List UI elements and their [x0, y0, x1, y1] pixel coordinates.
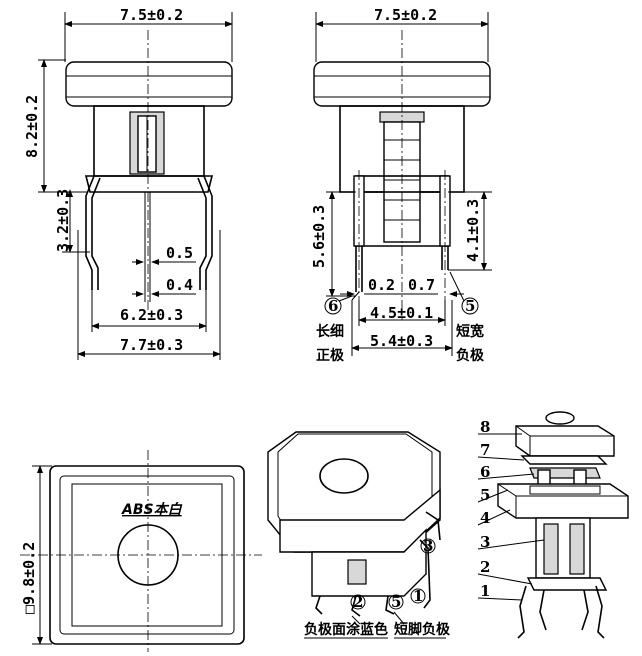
front-pin-offset-label: 3.2±0.3 — [54, 189, 72, 252]
side-pin-long-label: 5.6±0.3 — [310, 205, 328, 268]
front-height-label: 8.2±0.2 — [23, 95, 41, 158]
side-label-left-2: 正极 — [316, 347, 345, 364]
front-view: 7.5±0.2 8.2±0.2 3.2±0.3 — [23, 6, 233, 360]
iso-caption-left: 负极面涂蓝色 — [304, 621, 388, 638]
part-number-5: 5 — [480, 486, 490, 504]
side-pin-short-label: 4.1±0.3 — [464, 199, 482, 262]
top-view: ABS本白 □9.8±0.2 — [20, 450, 262, 652]
part-number-8: 8 — [480, 418, 490, 436]
side-view: 7.5±0.2 5.6±0.3 — [310, 6, 492, 364]
part-number-1: 1 — [480, 582, 490, 600]
exploded-view: 8 7 6 5 4 3 2 1 — [477, 411, 629, 639]
top-size-label: □9.8±0.2 — [20, 542, 38, 614]
side-gap-a-label: 0.2 — [368, 276, 395, 294]
side-pin-spacing-outer-label: 5.4±0.3 — [370, 332, 433, 350]
iso-marker-1: 1 — [413, 587, 423, 605]
side-width-top-label: 7.5±0.2 — [374, 6, 437, 24]
iso-caption-right: 短脚负极 — [394, 621, 451, 638]
side-marker-right: 5 — [465, 297, 475, 315]
front-body-width-label: 7.7±0.3 — [120, 336, 183, 354]
iso-marker-2: 2 — [353, 593, 363, 611]
front-pin-width-b-label: 0.4 — [166, 276, 193, 294]
part-number-3: 3 — [480, 533, 490, 551]
side-marker-left: 6 — [328, 297, 338, 315]
front-pin-spacing-label: 6.2±0.3 — [120, 306, 183, 324]
top-material-label: ABS本白 — [121, 501, 183, 518]
side-gap-b-label: 0.7 — [408, 276, 435, 294]
part-number-7: 7 — [480, 441, 490, 459]
side-label-right-1: 短宽 — [456, 323, 484, 340]
iso-marker-5: 5 — [391, 593, 401, 611]
front-pin-width-a-label: 0.5 — [166, 244, 193, 262]
iso-view: 2 5 1 3 负极面涂蓝色 短脚负极 — [267, 431, 451, 639]
iso-marker-3: 3 — [423, 537, 433, 555]
part-number-4: 4 — [480, 509, 490, 527]
part-number-6: 6 — [480, 463, 490, 481]
part-number-2: 2 — [480, 558, 490, 576]
side-label-right-2: 负极 — [456, 347, 485, 364]
side-pin-spacing-inner-label: 4.5±0.1 — [370, 304, 433, 322]
front-width-top-label: 7.5±0.2 — [120, 6, 183, 24]
part-labels: 8 7 6 5 4 3 2 1 — [477, 418, 545, 601]
side-label-left-1: 长细 — [316, 323, 344, 340]
